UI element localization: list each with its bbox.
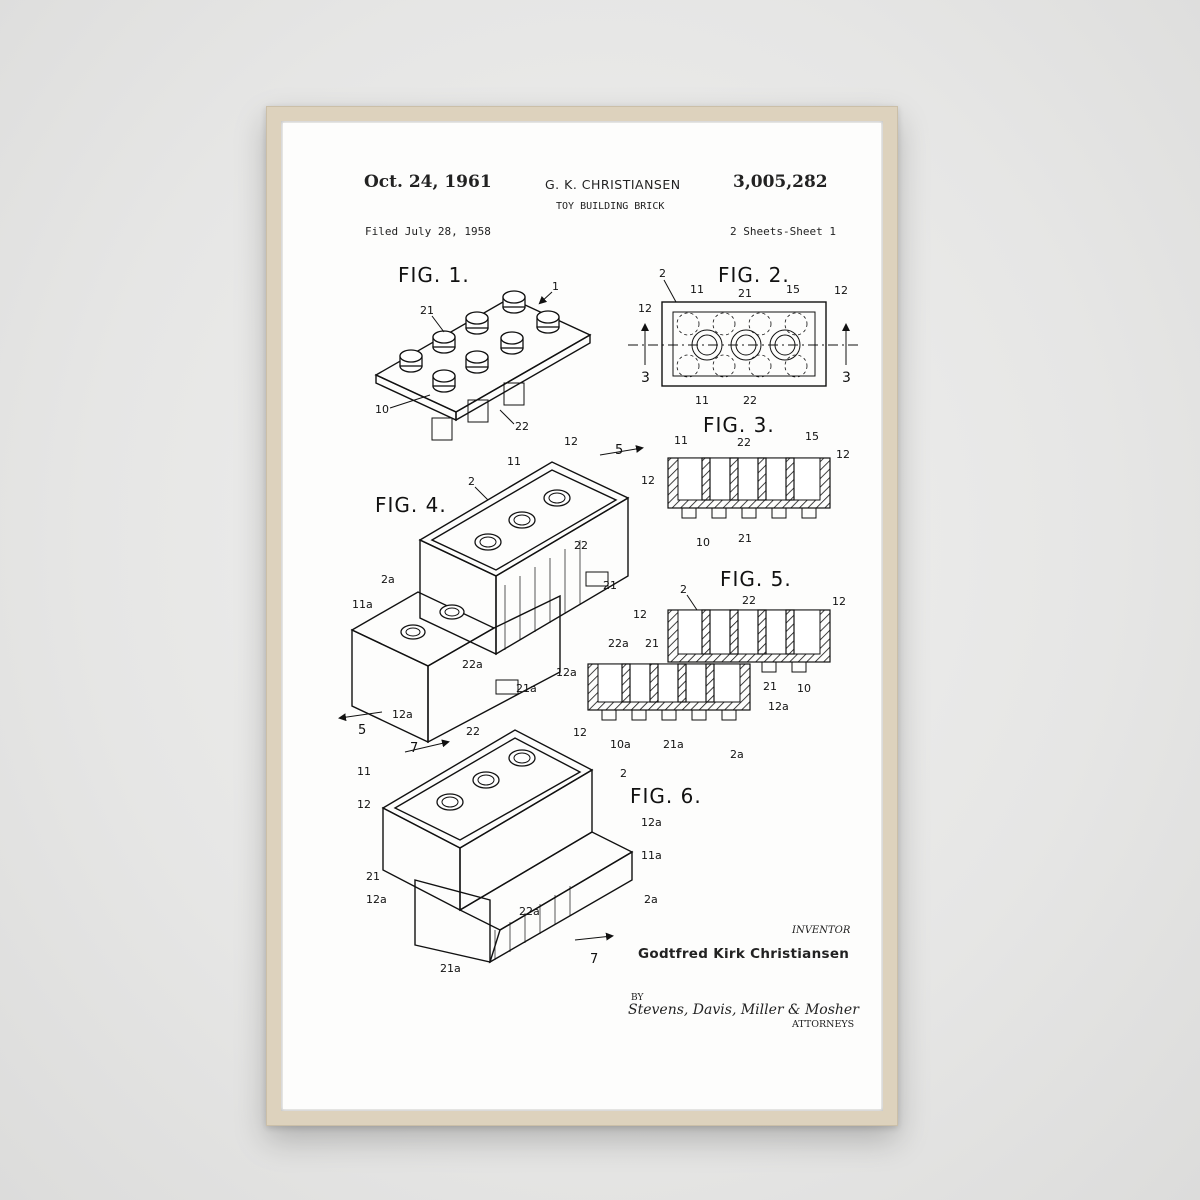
svg-text:11: 11 (695, 394, 709, 407)
svg-text:22: 22 (742, 594, 756, 607)
svg-text:5: 5 (358, 723, 366, 738)
svg-text:12a: 12a (366, 893, 387, 906)
svg-text:11: 11 (507, 455, 521, 468)
svg-text:22: 22 (466, 725, 480, 738)
svg-text:12: 12 (836, 448, 850, 461)
patent-title: TOY BUILDING BRICK (556, 201, 665, 212)
svg-text:2: 2 (680, 583, 687, 596)
svg-text:10: 10 (797, 682, 811, 695)
inventor-name: Godtfred Kirk Christiansen (638, 946, 850, 962)
svg-text:12: 12 (834, 284, 848, 297)
svg-text:22: 22 (737, 436, 751, 449)
figure-4: FIG. 4. 5 5 12 11 2 (338, 435, 644, 744)
svg-text:2a: 2a (381, 573, 395, 586)
svg-text:21: 21 (738, 532, 752, 545)
svg-text:2: 2 (659, 267, 666, 280)
svg-text:2a: 2a (644, 893, 658, 906)
svg-text:3: 3 (641, 370, 650, 386)
svg-text:3: 3 (842, 370, 851, 386)
svg-text:5: 5 (615, 443, 623, 458)
patent-filed: Filed July 28, 1958 (365, 225, 491, 238)
svg-text:21: 21 (420, 304, 434, 317)
figure-6: FIG. 6. 7 7 22 12 11 2 12 12a 11a 21 (357, 725, 702, 975)
fig6-label: FIG. 6. (630, 784, 702, 808)
fig3-label: FIG. 3. (703, 413, 775, 437)
fig3-tubes (701, 457, 795, 501)
svg-text:10a: 10a (610, 738, 631, 751)
svg-text:2a: 2a (730, 748, 744, 761)
svg-text:12: 12 (633, 608, 647, 621)
svg-text:22a: 22a (519, 905, 540, 918)
svg-text:11a: 11a (641, 849, 662, 862)
patent-date: Oct. 24, 1961 (364, 172, 492, 192)
inventor-label: INVENTOR (792, 925, 851, 936)
svg-text:12: 12 (573, 726, 587, 739)
svg-text:12: 12 (832, 595, 846, 608)
svg-text:12a: 12a (641, 816, 662, 829)
figure-3: FIG. 3. 11 22 15 12 12 10 21 (641, 413, 850, 549)
svg-text:7: 7 (410, 741, 418, 756)
svg-text:22: 22 (574, 539, 588, 552)
fig6-upper-tubes (436, 749, 536, 811)
svg-text:21: 21 (645, 637, 659, 650)
svg-text:12: 12 (357, 798, 371, 811)
svg-text:2: 2 (620, 767, 627, 780)
svg-text:11: 11 (674, 434, 688, 447)
svg-text:22a: 22a (462, 658, 483, 671)
fig4-upper-tubes (474, 489, 571, 551)
svg-text:21: 21 (738, 287, 752, 300)
svg-text:10: 10 (375, 403, 389, 416)
svg-text:21: 21 (763, 680, 777, 693)
patent-sheets: 2 Sheets-Sheet 1 (730, 225, 836, 238)
svg-text:15: 15 (786, 283, 800, 296)
svg-text:21: 21 (603, 579, 617, 592)
patent-number: 3,005,282 (733, 172, 828, 192)
svg-text:21: 21 (366, 870, 380, 883)
fig2-tubes (691, 329, 801, 361)
svg-text:12: 12 (641, 474, 655, 487)
svg-text:11a: 11a (352, 598, 373, 611)
by-label: BY (631, 993, 644, 1003)
svg-text:22: 22 (743, 394, 757, 407)
fig2-label: FIG. 2. (718, 263, 790, 287)
fig1-label: FIG. 1. (398, 263, 470, 287)
fig5-studs (601, 661, 807, 721)
svg-text:12a: 12a (768, 700, 789, 713)
figure-2: FIG. 2. 3 3 2 11 21 15 12 12 11 22 (628, 263, 858, 407)
svg-text:12: 12 (638, 302, 652, 315)
fig1-studs (399, 290, 560, 393)
svg-text:12a: 12a (556, 666, 577, 679)
svg-text:21a: 21a (516, 682, 537, 695)
svg-text:7: 7 (590, 952, 598, 967)
attorneys-label: ATTORNEYS (792, 1019, 855, 1030)
svg-text:11: 11 (690, 283, 704, 296)
fig4-lower-tubes (400, 604, 465, 640)
svg-text:12: 12 (564, 435, 578, 448)
figure-1: FIG. 1. 21 1 10 22 (374, 263, 592, 441)
svg-text:2: 2 (468, 475, 475, 488)
fig1-plate-side (455, 333, 591, 422)
svg-text:1: 1 (552, 280, 559, 293)
fig3-studs (681, 507, 817, 519)
svg-text:12a: 12a (392, 708, 413, 721)
patent-inventor-short: G. K. CHRISTIANSEN (545, 177, 681, 192)
figure-5: FIG. 5. 2 22 12 12 22a 21 12a 21 10 (556, 567, 846, 761)
svg-text:11: 11 (357, 765, 371, 778)
fig5-label: FIG. 5. (720, 567, 792, 591)
svg-text:21a: 21a (440, 962, 461, 975)
attorneys-signature: Stevens, Davis, Miller & Mosher (628, 1002, 859, 1018)
fig4-label: FIG. 4. (375, 493, 447, 517)
svg-text:21a: 21a (663, 738, 684, 751)
svg-text:22a: 22a (608, 637, 629, 650)
svg-text:10: 10 (696, 536, 710, 549)
svg-text:22: 22 (515, 420, 529, 433)
svg-text:15: 15 (805, 430, 819, 443)
